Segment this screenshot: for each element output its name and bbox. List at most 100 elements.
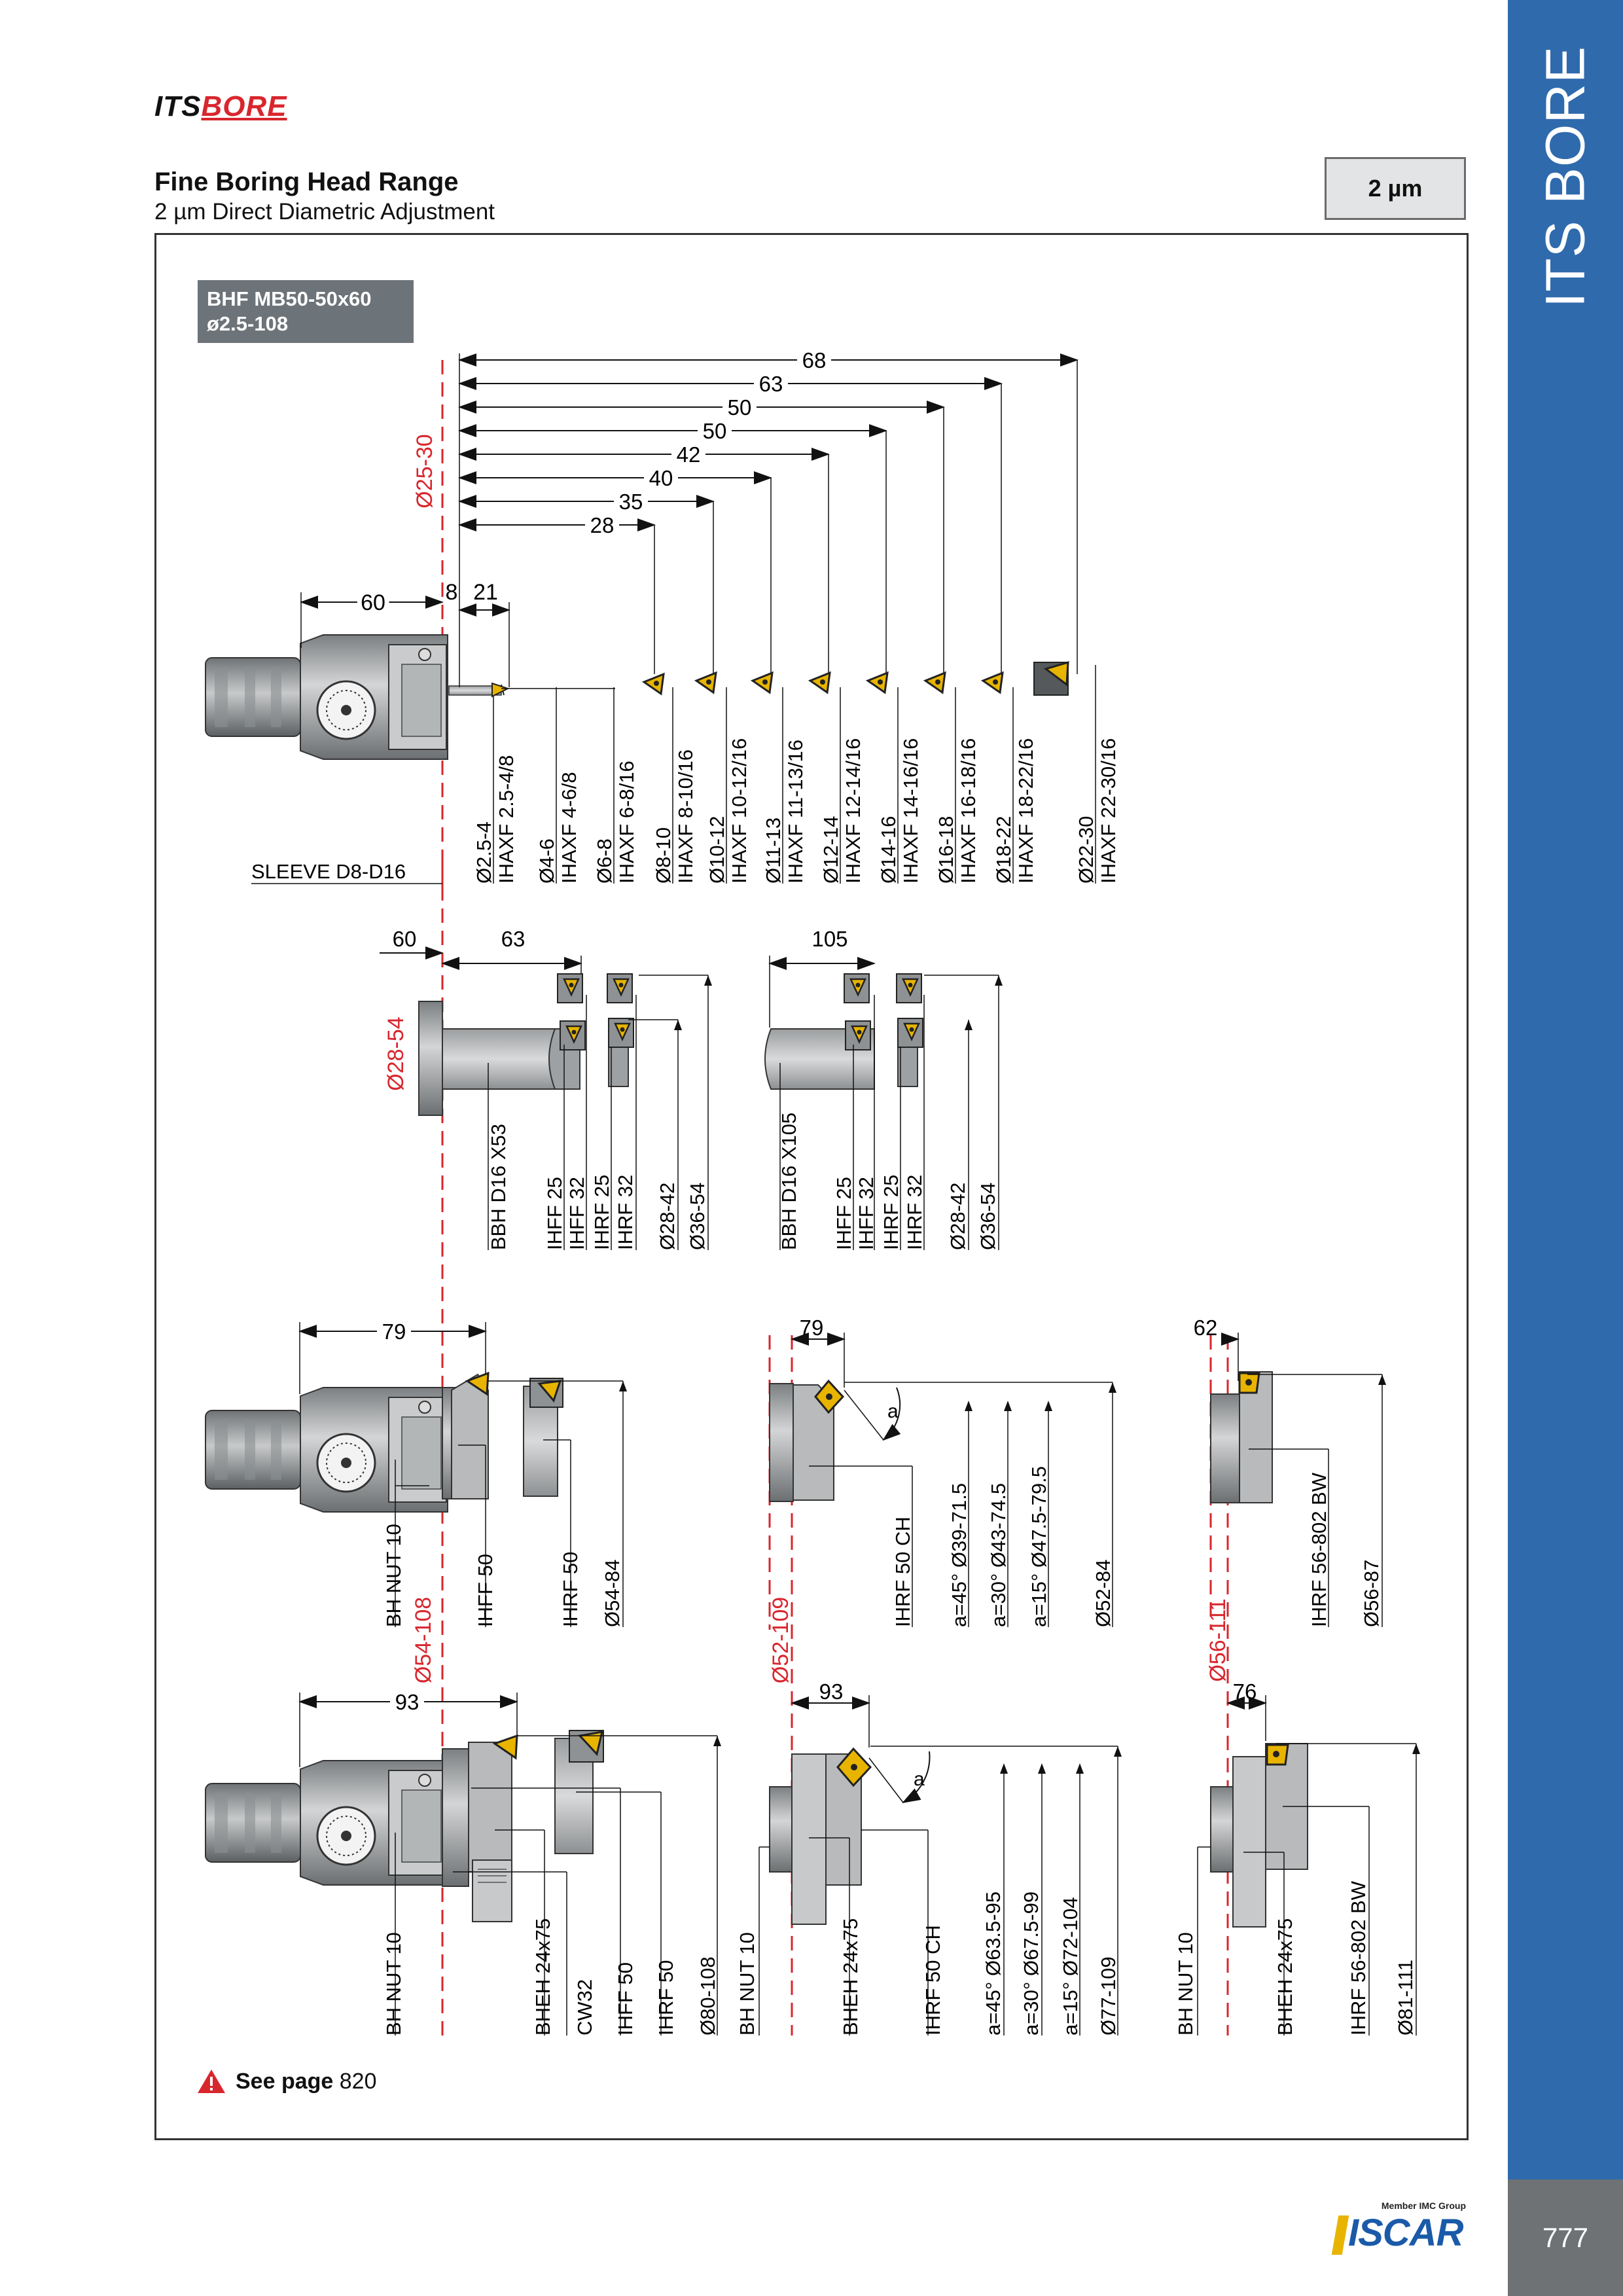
row2-dim-63: 63 xyxy=(501,927,526,951)
row3-dim-62: 62 xyxy=(1194,1316,1218,1340)
top-label-d-2: Ø6-8 xyxy=(593,838,616,884)
row4b-label-4: a=30° Ø67.5-99 xyxy=(1020,1892,1043,2036)
row4-dim-93a: 93 xyxy=(395,1690,419,1714)
iscar-wordmark: ISCAR xyxy=(1348,2212,1463,2254)
top-label-t-5: IHAXF 11-13/16 xyxy=(784,740,807,884)
row3c-label-1: Ø56-87 xyxy=(1360,1560,1383,1627)
row4a-label-3: IHFF 50 xyxy=(614,1962,637,2036)
row2-drawing: Ø28-54 60 63 105 xyxy=(380,927,1003,1250)
row4-dim-76: 76 xyxy=(1233,1679,1257,1704)
product-tag: BHF MB50-50x60 ø2.5-108 xyxy=(198,280,414,343)
row3-range-a: Ø54-108 xyxy=(411,1597,436,1683)
logo-bore: BORE xyxy=(201,90,287,122)
row2b-label-6: Ø36-54 xyxy=(976,1183,999,1250)
row2a-label-5: Ø28-42 xyxy=(656,1183,679,1250)
row2a-label-2: IHFF 32 xyxy=(565,1177,588,1250)
row3b-label-0: IHRF 50 CH xyxy=(891,1516,914,1627)
see-page-link[interactable]: 820 xyxy=(339,2068,377,2094)
top-label-t-1: IHAXF 4-6/8 xyxy=(558,772,580,884)
dim-head-8: 8 xyxy=(446,580,458,605)
top-label-t-6: IHAXF 12-14/16 xyxy=(842,738,865,884)
top-label-d-9: Ø18-22 xyxy=(992,816,1015,884)
top-label-d-1: Ø4-6 xyxy=(535,838,558,884)
top-label-t-2: IHAXF 6-8/16 xyxy=(615,761,638,884)
top-label-d-7: Ø14-16 xyxy=(877,816,900,884)
dim-42: 42 xyxy=(677,442,701,467)
sidebar xyxy=(1508,0,1623,2179)
row4-dim-93b: 93 xyxy=(819,1679,844,1704)
row4a-label-5: Ø80-108 xyxy=(696,1956,719,2036)
itsbore-logo: ITSBORE xyxy=(154,90,287,123)
row4b-label-0: BH NUT 10 xyxy=(736,1932,758,2036)
row4a-label-2: CW32 xyxy=(573,1979,596,2036)
dim-40: 40 xyxy=(649,466,673,490)
top-label-t-7: IHAXF 14-16/16 xyxy=(899,738,922,884)
row2a-label-0: BBH D16 X53 xyxy=(487,1124,510,1250)
row2b-label-1: IHFF 25 xyxy=(832,1177,855,1250)
top-label-t-8: IHAXF 16-18/16 xyxy=(957,738,980,884)
row3-dim-79b: 79 xyxy=(800,1316,824,1340)
dim-50a: 50 xyxy=(728,395,752,420)
logo-its: ITS xyxy=(154,90,202,122)
row2-dim-60: 60 xyxy=(393,927,417,951)
row4b-label-3: a=45° Ø63.5-95 xyxy=(982,1892,1005,2036)
row3a-label-3: Ø54-84 xyxy=(601,1560,624,1627)
warning-icon xyxy=(198,2070,225,2093)
see-page-label: See page xyxy=(236,2068,334,2094)
page-number: 777 xyxy=(1508,2179,1623,2296)
row3-range-b: Ø52-109 xyxy=(768,1597,793,1683)
row2a-label-4: IHRF 32 xyxy=(614,1175,637,1250)
top-range-label: Ø25-30 xyxy=(412,434,437,508)
iscar-logo: Member IMC Group ISCAR xyxy=(1331,2200,1466,2255)
precision-badge: 2 µm xyxy=(1325,157,1466,220)
row2b-label-3: IHRF 25 xyxy=(880,1175,902,1250)
dim-68: 68 xyxy=(802,348,827,372)
top-label-t-10: IHAXF 22-30/16 xyxy=(1097,738,1120,884)
page-title: Fine Boring Head Range xyxy=(154,168,459,196)
row4a-label-4: IHRF 50 xyxy=(654,1960,677,2036)
dim-63: 63 xyxy=(759,372,783,396)
row3-range-c: Ø56-111 xyxy=(1205,1598,1230,1681)
dim-35: 35 xyxy=(619,490,643,514)
row4c-label-0: BH NUT 10 xyxy=(1174,1932,1197,2036)
row4a-label-0: BH NUT 10 xyxy=(382,1932,405,2036)
row3b-label-1: a=45° Ø39-71.5 xyxy=(948,1483,971,1627)
row2b-label-4: IHRF 32 xyxy=(903,1175,926,1250)
dim-50b: 50 xyxy=(703,419,727,443)
row2a-label-1: IHFF 25 xyxy=(543,1177,566,1250)
svg-text:60: 60 xyxy=(361,590,385,615)
top-label-t-3: IHAXF 8-10/16 xyxy=(674,749,697,884)
row2b-label-2: IHFF 32 xyxy=(855,1177,878,1250)
catalog-frame xyxy=(154,233,1469,2140)
dim-28: 28 xyxy=(590,513,615,537)
insert-row xyxy=(643,660,1069,696)
product-code: BHF MB50-50x60 xyxy=(207,287,372,310)
row3a-label-1: IHFF 50 xyxy=(474,1554,497,1627)
row3a-label-0: BH NUT 10 xyxy=(382,1524,405,1627)
top-label-d-3: Ø8-10 xyxy=(652,827,675,884)
see-page-note: See page 820 xyxy=(196,2068,377,2094)
product-range: ø2.5-108 xyxy=(207,312,289,335)
row3b-label-3: a=15° Ø47.5-79.5 xyxy=(1027,1466,1050,1627)
top-label-d-6: Ø12-14 xyxy=(819,816,842,884)
top-label-t-0: IHAXF 2.5-4/8 xyxy=(495,755,518,884)
row4c-label-1: BHEH 24x75 xyxy=(1274,1918,1296,2036)
row4-drawing: 93 BH NUT 10 BHE xyxy=(204,1679,1420,2036)
top-label-d-5: Ø11-13 xyxy=(762,817,785,884)
page-subtitle: 2 µm Direct Diametric Adjustment xyxy=(154,199,495,224)
row3-angle: a xyxy=(887,1401,899,1422)
row2-range: Ø28-54 xyxy=(383,1016,408,1090)
sleeve-label: SLEEVE D8-D16 xyxy=(251,860,406,883)
row4b-label-2: IHRF 50 CH xyxy=(921,1925,944,2036)
row3-drawing: Ø54-108 Ø52-109 Ø56-111 79 BH NUT 10 IHF… xyxy=(204,1316,1386,2036)
row2a-label-6: Ø36-54 xyxy=(686,1183,709,1250)
row2b-label-0: BBH D16 X105 xyxy=(777,1113,800,1250)
row3b-label-2: a=30° Ø43-74.5 xyxy=(987,1483,1010,1627)
top-label-t-9: IHAXF 18-22/16 xyxy=(1014,738,1037,884)
row4c-label-3: Ø81-111 xyxy=(1394,1960,1417,2036)
row4b-label-1: BHEH 24x75 xyxy=(839,1918,862,2036)
row3-dim-79a: 79 xyxy=(382,1319,406,1344)
row4c-label-2: IHRF 56-802 BW xyxy=(1347,1880,1370,2036)
row2a-label-3: IHRF 25 xyxy=(590,1175,613,1250)
